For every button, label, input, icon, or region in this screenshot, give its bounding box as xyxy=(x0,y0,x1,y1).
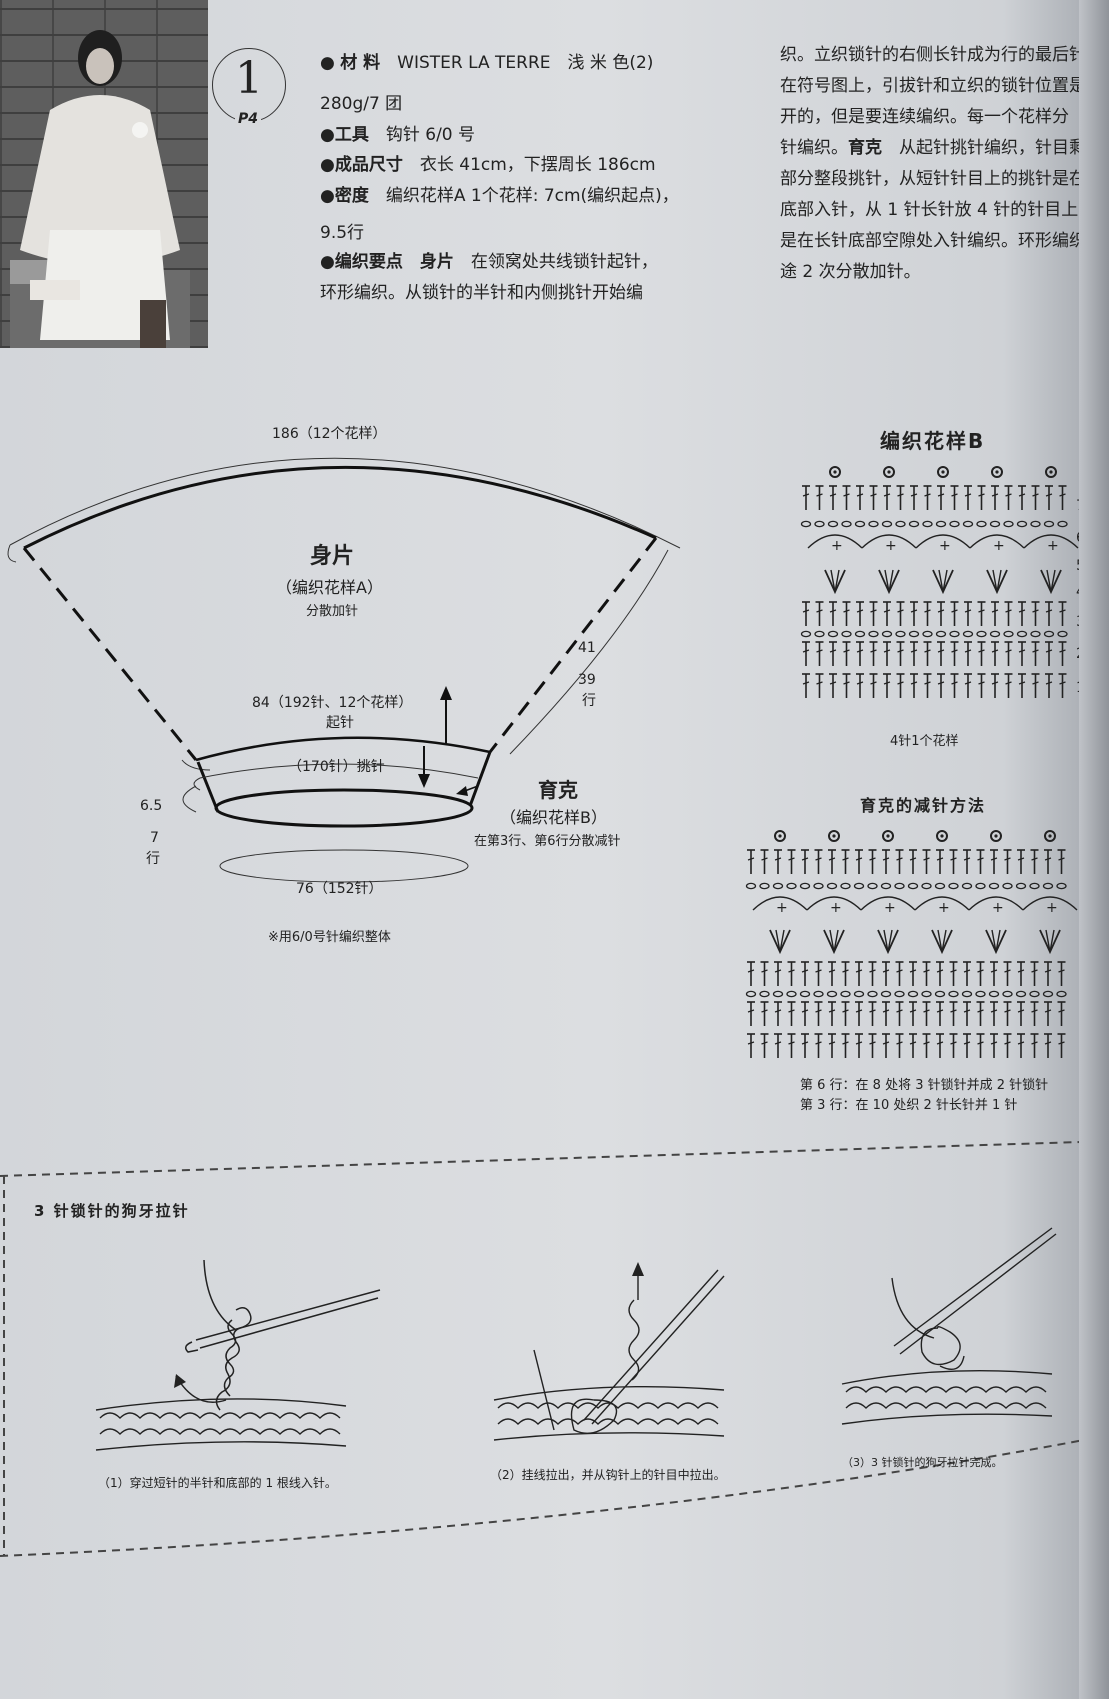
side-rows-unit: 行 xyxy=(582,693,596,709)
svg-text:+: + xyxy=(831,538,843,554)
col2-yoke-label: 育克 xyxy=(848,138,882,158)
col2-line: 针编织。育克 从起针挑针编织，针目剩下 xyxy=(780,138,1090,158)
size-value: 衣长 41cm，下摆周长 186cm xyxy=(419,155,656,175)
cast-on-dimension: 84（192针、12个花样） xyxy=(252,695,413,711)
yoke-rows-unit: 行 xyxy=(146,851,160,867)
svg-text:+: + xyxy=(938,900,950,916)
pattern-b-title: 编织花样B xyxy=(880,429,986,453)
svg-text:+: + xyxy=(830,900,842,916)
picot-step-1-illustration xyxy=(95,1259,381,1451)
svg-text:+: + xyxy=(885,538,897,554)
yoke-title: 育克 xyxy=(538,778,578,802)
material-weight: 280g/7 团 xyxy=(320,94,403,114)
spec-gauge: ●密度 编织花样A 1个花样: 7cm(编织起点)， xyxy=(320,186,679,206)
points-text-2: 环形编织。从锁针的半针和内侧挑针开始编 xyxy=(320,283,643,303)
side-rows: 39 xyxy=(578,672,596,688)
points-sub: 身片 xyxy=(419,252,454,272)
col2-line: 是在长针底部空隙处入针编织。环形编织 xyxy=(780,231,1086,251)
picot-title: 3 针锁针的狗牙拉针 xyxy=(34,1202,190,1220)
tool-value: 钩针 6/0 号 xyxy=(385,125,476,145)
svg-text:+: + xyxy=(776,900,788,916)
material-value: WISTER LA TERRE 浅 米 色(2) xyxy=(397,53,654,73)
yoke-rows: 7 xyxy=(150,830,159,846)
pattern-number-badge: 1 P4 xyxy=(212,48,286,127)
model-figure xyxy=(10,30,190,348)
gauge-value: 编织花样A 1个花样: 7cm(编织起点)， xyxy=(385,186,679,206)
col2-line: 织。立织锁针的右侧长针成为行的最后针 xyxy=(780,45,1086,65)
picot-step-3-caption: （3）3 针锁针的狗牙拉针完成。 xyxy=(842,1456,1003,1469)
tool-label: 工具 xyxy=(334,125,369,145)
body-title: 身片 xyxy=(310,544,355,569)
cast-on-label: 起针 xyxy=(326,715,354,731)
col2-line: 部分整段挑针，从短针针目上的挑针是在 xyxy=(780,169,1086,189)
pattern-number: 1 xyxy=(235,53,263,104)
gauge-label: 密度 xyxy=(334,186,369,206)
spec-size: ●成品尺寸 衣长 41cm，下摆周长 186cm xyxy=(320,155,656,175)
needle-note: ※用6/0号针编织整体 xyxy=(268,930,391,945)
picot-step-1-caption: （1）穿过短针的半针和底部的 1 根线入针。 xyxy=(98,1476,337,1490)
model-photo xyxy=(0,0,208,348)
pickup-label: （170针）挑针 xyxy=(288,759,385,775)
pattern-b-chart: + + + + + xyxy=(800,466,1079,698)
svg-text:+: + xyxy=(993,538,1005,554)
picot-step-3-illustration xyxy=(841,1227,1057,1425)
side-length-cm: 41 xyxy=(578,640,596,656)
hem-dimension: 186（12个花样） xyxy=(272,426,387,442)
yoke-depth-cm: 6.5 xyxy=(140,798,163,814)
col2-line: 底部入针，从 1 针长针放 4 针的针目上的 xyxy=(780,200,1090,220)
svg-text:+: + xyxy=(1047,538,1059,554)
col2-line: 在符号图上，引拔针和立织的锁针位置是 xyxy=(780,76,1086,96)
repeat-label: 4针1个花样 xyxy=(890,734,959,749)
garment-schematic xyxy=(7,457,681,883)
spec-material: ● 材 料 WISTER LA TERRE 浅 米 色(2) xyxy=(320,53,654,73)
yoke-pattern: （编织花样B） xyxy=(500,808,607,827)
yoke-decrease-chart: + + + + + + xyxy=(745,830,1078,1058)
picot-step-2-caption: （2）挂线拉出，并从钩针上的针目中拉出。 xyxy=(490,1468,726,1482)
col2-line: 途 2 次分散加针。 xyxy=(780,262,921,282)
body-increase: 分散加针 xyxy=(306,604,359,619)
svg-text:+: + xyxy=(992,900,1004,916)
spec-points: ●编织要点 身片 在领窝处共线锁针起针， xyxy=(320,252,658,272)
svg-text:+: + xyxy=(939,538,951,554)
svg-text:+: + xyxy=(1046,900,1058,916)
instructions-column: 织。立织锁针的右侧长针成为行的最后针 在符号图上，引拔针和立织的锁针位置是 开的… xyxy=(780,40,1090,288)
yoke-decrease: 在第3行、第6行分散减针 xyxy=(474,834,621,849)
picot-step-2-illustration xyxy=(493,1262,725,1441)
spec-tool: ●工具 钩针 6/0 号 xyxy=(320,125,476,145)
size-label: 成品尺寸 xyxy=(334,155,403,175)
col2-line: 开的，但是要连续编织。每一个花样分 xyxy=(780,107,1069,127)
yoke-decrease-title: 育克的减针方法 xyxy=(860,796,987,815)
page-reference: P4 xyxy=(235,111,262,127)
points-label: 编织要点 xyxy=(334,252,403,272)
book-spine xyxy=(1079,0,1109,1699)
yoke-decrease-note: 第 3 行：在 10 处织 2 针长针并 1 针 xyxy=(800,1098,1018,1113)
points-text-1: 在领窝处共线锁针起针， xyxy=(470,252,658,272)
gauge-rows: 9.5行 xyxy=(320,223,365,243)
neck-dimension: 76（152针） xyxy=(296,881,383,897)
svg-text:+: + xyxy=(884,900,896,916)
body-pattern: （编织花样A） xyxy=(276,578,383,597)
material-label: 材 料 xyxy=(340,53,381,73)
yoke-decrease-note: 第 6 行：在 8 处将 3 针锁针并成 2 针锁针 xyxy=(800,1078,1049,1093)
